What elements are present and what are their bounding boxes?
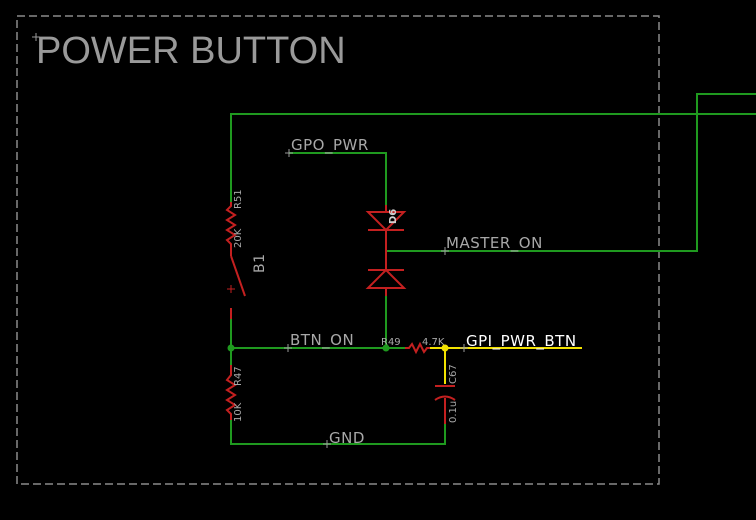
net-label-gnd: GND (329, 429, 365, 447)
label-mark-gnd (323, 440, 331, 448)
label-mark-master-on (441, 247, 449, 255)
r47-ref: R47 (233, 366, 244, 386)
c67-capacitor[interactable] (434, 385, 456, 424)
r47-resistor[interactable] (225, 365, 237, 420)
d6-diode[interactable] (365, 205, 407, 296)
label-mark-gpo-pwr (285, 149, 293, 157)
label-mark-gpi-pwr-btn (460, 344, 468, 352)
r49-value: 4.7K (422, 337, 445, 348)
sheet-title: POWER BUTTON (36, 30, 346, 72)
net-label-btn-on: BTN_ON (290, 331, 354, 350)
b1-switch[interactable] (227, 247, 246, 319)
wire-gpo-pwr[interactable] (289, 152, 387, 205)
wire-top-supply[interactable] (230, 113, 756, 202)
net-label-master-on: MASTER_ON (446, 234, 543, 253)
junction-btn-on-left (227, 344, 235, 352)
d6-ref: D6 (388, 209, 399, 224)
r51-ref: R51 (233, 189, 244, 209)
net-label-gpo-pwr: GPO_PWR (291, 136, 369, 155)
c67-ref: C67 (448, 364, 459, 384)
r47-value: 10K (233, 402, 244, 422)
net-label-gpi-pwr-btn: GPI_PWR_BTN (466, 332, 577, 351)
wire-master-on[interactable] (386, 93, 756, 252)
junction-btn-on-d6 (382, 344, 390, 352)
r51-resistor[interactable] (225, 202, 237, 247)
label-mark-btn-on (284, 344, 292, 352)
r49-resistor[interactable] (405, 341, 430, 355)
b1-ref: B1 (252, 253, 268, 273)
r49-ref: R49 (381, 337, 401, 348)
origin-mark-title (32, 33, 40, 41)
r51-value: 20K (233, 228, 244, 248)
wire-gnd[interactable] (230, 420, 446, 445)
c67-value: 0.1u (448, 401, 459, 423)
junction-gpi-pwr-btn (441, 344, 449, 352)
